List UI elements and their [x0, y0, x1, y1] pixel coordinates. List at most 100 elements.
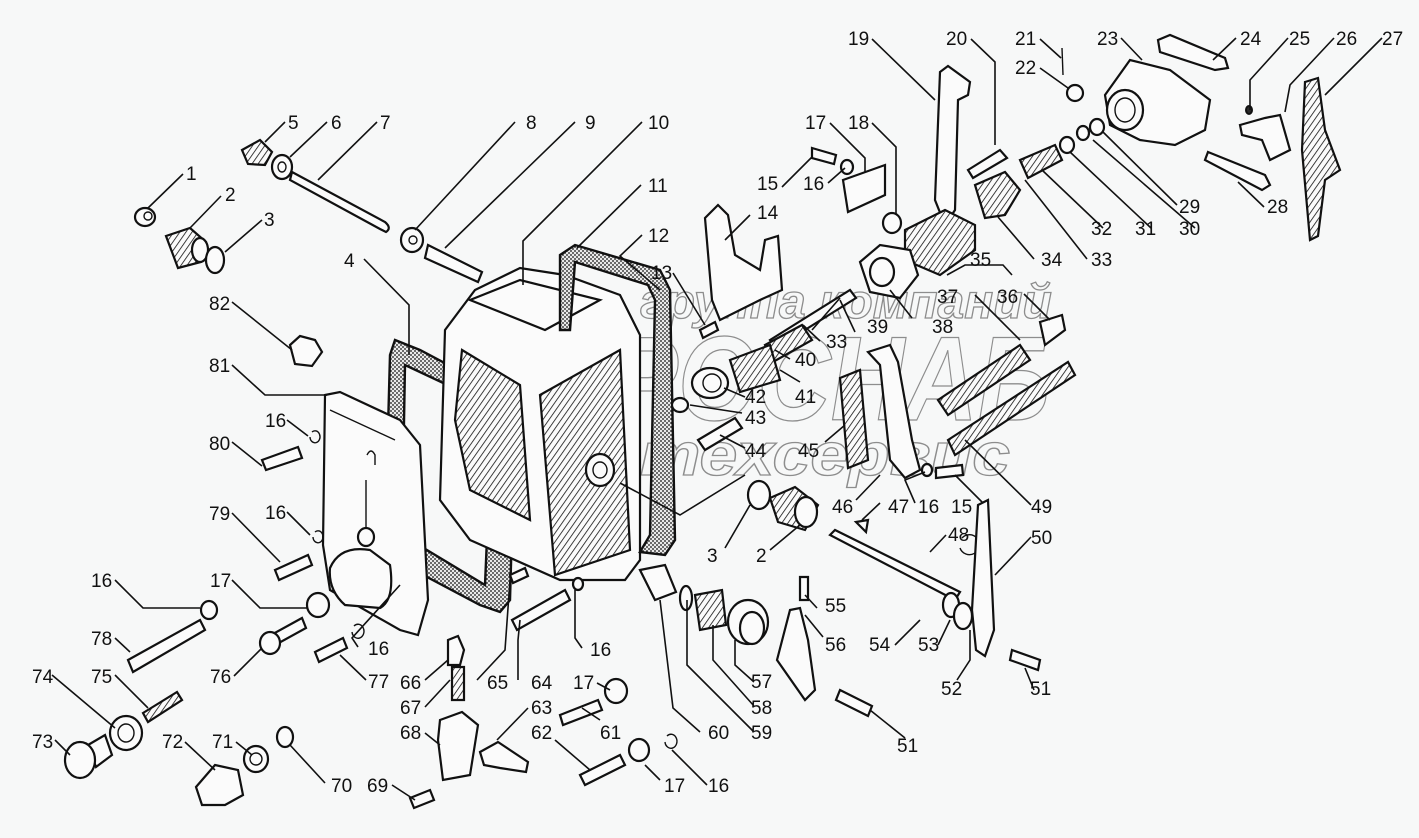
callout-46: 46	[832, 497, 853, 518]
callout-76: 76	[210, 667, 231, 688]
part-60-plug	[638, 563, 678, 602]
part-15-screw-upper	[810, 146, 838, 166]
part-cover-knob	[328, 548, 393, 610]
callout-54: 54	[869, 635, 891, 656]
callout-34: 34	[1041, 250, 1063, 271]
callout-2-right: 2	[756, 546, 767, 567]
part-65-screw	[508, 566, 530, 585]
leader-lines	[51, 37, 1383, 801]
callout-32: 32	[1091, 219, 1112, 240]
callout-1: 1	[186, 164, 197, 185]
callout-7: 7	[380, 113, 391, 134]
callout-17-left: 17	[210, 571, 231, 592]
part-18-nut	[881, 211, 903, 235]
callout-44: 44	[745, 441, 767, 462]
part-55-screw	[798, 575, 810, 602]
part-32-spring	[1018, 143, 1064, 180]
part-16-washer-left	[199, 599, 219, 621]
callout-30: 30	[1179, 219, 1200, 240]
part-74-nut	[108, 714, 144, 752]
part-1-nut	[133, 206, 157, 228]
callout-42: 42	[745, 387, 766, 408]
callout-52: 52	[941, 679, 962, 700]
callout-60: 60	[708, 723, 729, 744]
callout-51-right: 51	[1030, 679, 1051, 700]
callout-17-mid: 17	[573, 673, 594, 694]
part-80-screw	[260, 445, 304, 472]
part-8-washer	[399, 226, 425, 254]
part-19-lever	[933, 64, 972, 228]
callout-16-lower: 16	[708, 776, 729, 797]
callout-16-mid: 16	[590, 640, 611, 661]
part-71-nut	[242, 744, 270, 774]
callout-71: 71	[212, 732, 233, 753]
part-79-screw	[273, 553, 314, 582]
part-20-bolt	[966, 148, 1009, 180]
callout-3: 3	[264, 210, 275, 231]
callout-40: 40	[795, 350, 816, 371]
part-56-bracket	[775, 606, 817, 702]
callout-80: 80	[209, 434, 230, 455]
callout-22: 22	[1015, 58, 1036, 79]
callout-21: 21	[1015, 29, 1036, 50]
part-16-washer-80	[309, 430, 321, 444]
callout-35: 35	[970, 250, 991, 271]
part-43-nut	[670, 396, 690, 414]
callout-72: 72	[162, 732, 183, 753]
callout-19: 19	[848, 29, 869, 50]
callout-79: 79	[209, 504, 230, 525]
part-3-o-ring-right	[746, 479, 772, 511]
part-14-bracket	[703, 203, 784, 322]
part-64-screw	[510, 588, 572, 632]
part-76-bolt-head	[258, 630, 282, 656]
part-49-rack	[946, 360, 1077, 457]
parts	[63, 33, 1342, 810]
part-9-spring	[423, 243, 484, 284]
callout-6: 6	[331, 113, 342, 134]
callout-20: 20	[946, 29, 967, 50]
callout-77: 77	[368, 672, 389, 693]
part-58-spring	[693, 588, 728, 632]
callout-81: 81	[209, 356, 230, 377]
part-41-spring	[728, 343, 782, 394]
callout-29: 29	[1179, 197, 1200, 218]
part-75-spring	[141, 690, 184, 724]
part-52-washer	[952, 601, 974, 631]
part-2-fitting-right	[768, 485, 820, 532]
part-5-plug	[240, 138, 274, 167]
callout-23: 23	[1097, 29, 1118, 50]
part-2-fitting	[164, 226, 210, 270]
callout-24: 24	[1240, 29, 1262, 50]
part-82-plug	[288, 334, 324, 368]
part-7-rod	[288, 170, 390, 234]
callout-82: 82	[209, 294, 230, 315]
callout-26: 26	[1336, 29, 1357, 50]
callout-10: 10	[648, 113, 669, 134]
callout-43: 43	[745, 408, 766, 429]
part-16-washer-lower	[664, 733, 678, 749]
callout-59: 59	[751, 723, 772, 744]
part-16-washer-mid	[571, 576, 585, 592]
callout-57: 57	[751, 672, 772, 693]
callout-37: 37	[937, 287, 958, 308]
part-73-bolt	[63, 733, 114, 780]
callout-15-upper: 15	[757, 174, 778, 195]
part-13-screw	[698, 320, 720, 340]
callout-49: 49	[1031, 497, 1052, 518]
part-30-washer	[1075, 124, 1091, 142]
callout-65: 65	[487, 673, 508, 694]
part-57-cap-face	[738, 610, 766, 646]
callout-33-upper: 33	[1091, 250, 1112, 271]
callout-47: 47	[888, 497, 909, 518]
part-16-washer-79	[312, 530, 324, 544]
part-6-washer	[270, 153, 294, 181]
part-51-bolt-right	[1008, 648, 1042, 672]
callout-8: 8	[526, 113, 537, 134]
part-15-screw-lower	[934, 463, 965, 480]
part-3-o-ring	[204, 245, 226, 275]
part-17-nut-mid	[603, 677, 629, 705]
part-62-bolt	[578, 753, 627, 787]
part-51-bolt-lower	[834, 688, 874, 718]
callout-9: 9	[585, 113, 596, 134]
